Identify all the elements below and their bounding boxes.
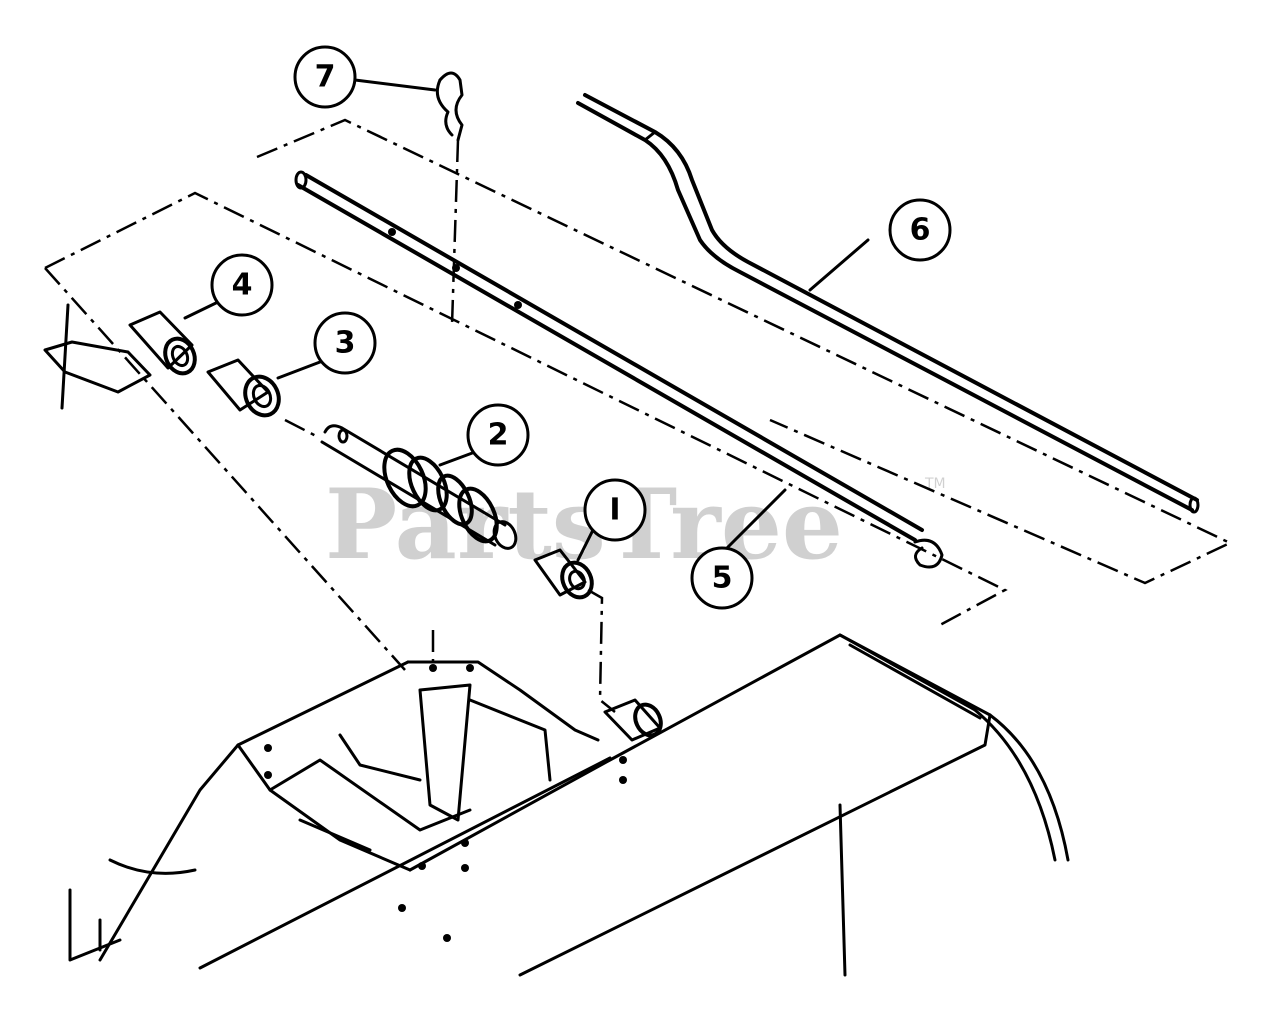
callout-6-label: 6 xyxy=(910,213,931,248)
callout-5: 5 xyxy=(690,546,754,610)
callout-7-label: 7 xyxy=(315,60,336,95)
housing-boss xyxy=(603,698,663,742)
callout-5-label: 5 xyxy=(712,561,733,596)
callout-1-label: I xyxy=(609,493,620,528)
hairpin-clip xyxy=(435,71,464,326)
bushing xyxy=(206,358,321,440)
callout-3: 3 xyxy=(313,311,377,375)
assembly-plane-left xyxy=(44,191,1008,671)
callout-2: 2 xyxy=(466,403,530,467)
callout-2-label: 2 xyxy=(488,418,509,453)
shaft xyxy=(294,170,924,542)
pin-with-spacers xyxy=(320,424,518,550)
callout-1: I xyxy=(583,478,647,542)
callout-4: 4 xyxy=(210,253,274,317)
bracket-bushing xyxy=(43,303,197,410)
callout-6: 6 xyxy=(888,198,952,262)
handle-rod xyxy=(576,93,1200,514)
callout-3-label: 3 xyxy=(335,326,356,361)
shaft-end-clip xyxy=(913,538,944,569)
callout-7: 7 xyxy=(293,45,357,109)
leader-lines xyxy=(183,78,870,562)
callout-4-label: 4 xyxy=(232,268,253,303)
chassis-housing xyxy=(68,630,1070,977)
small-bushing xyxy=(533,548,616,713)
